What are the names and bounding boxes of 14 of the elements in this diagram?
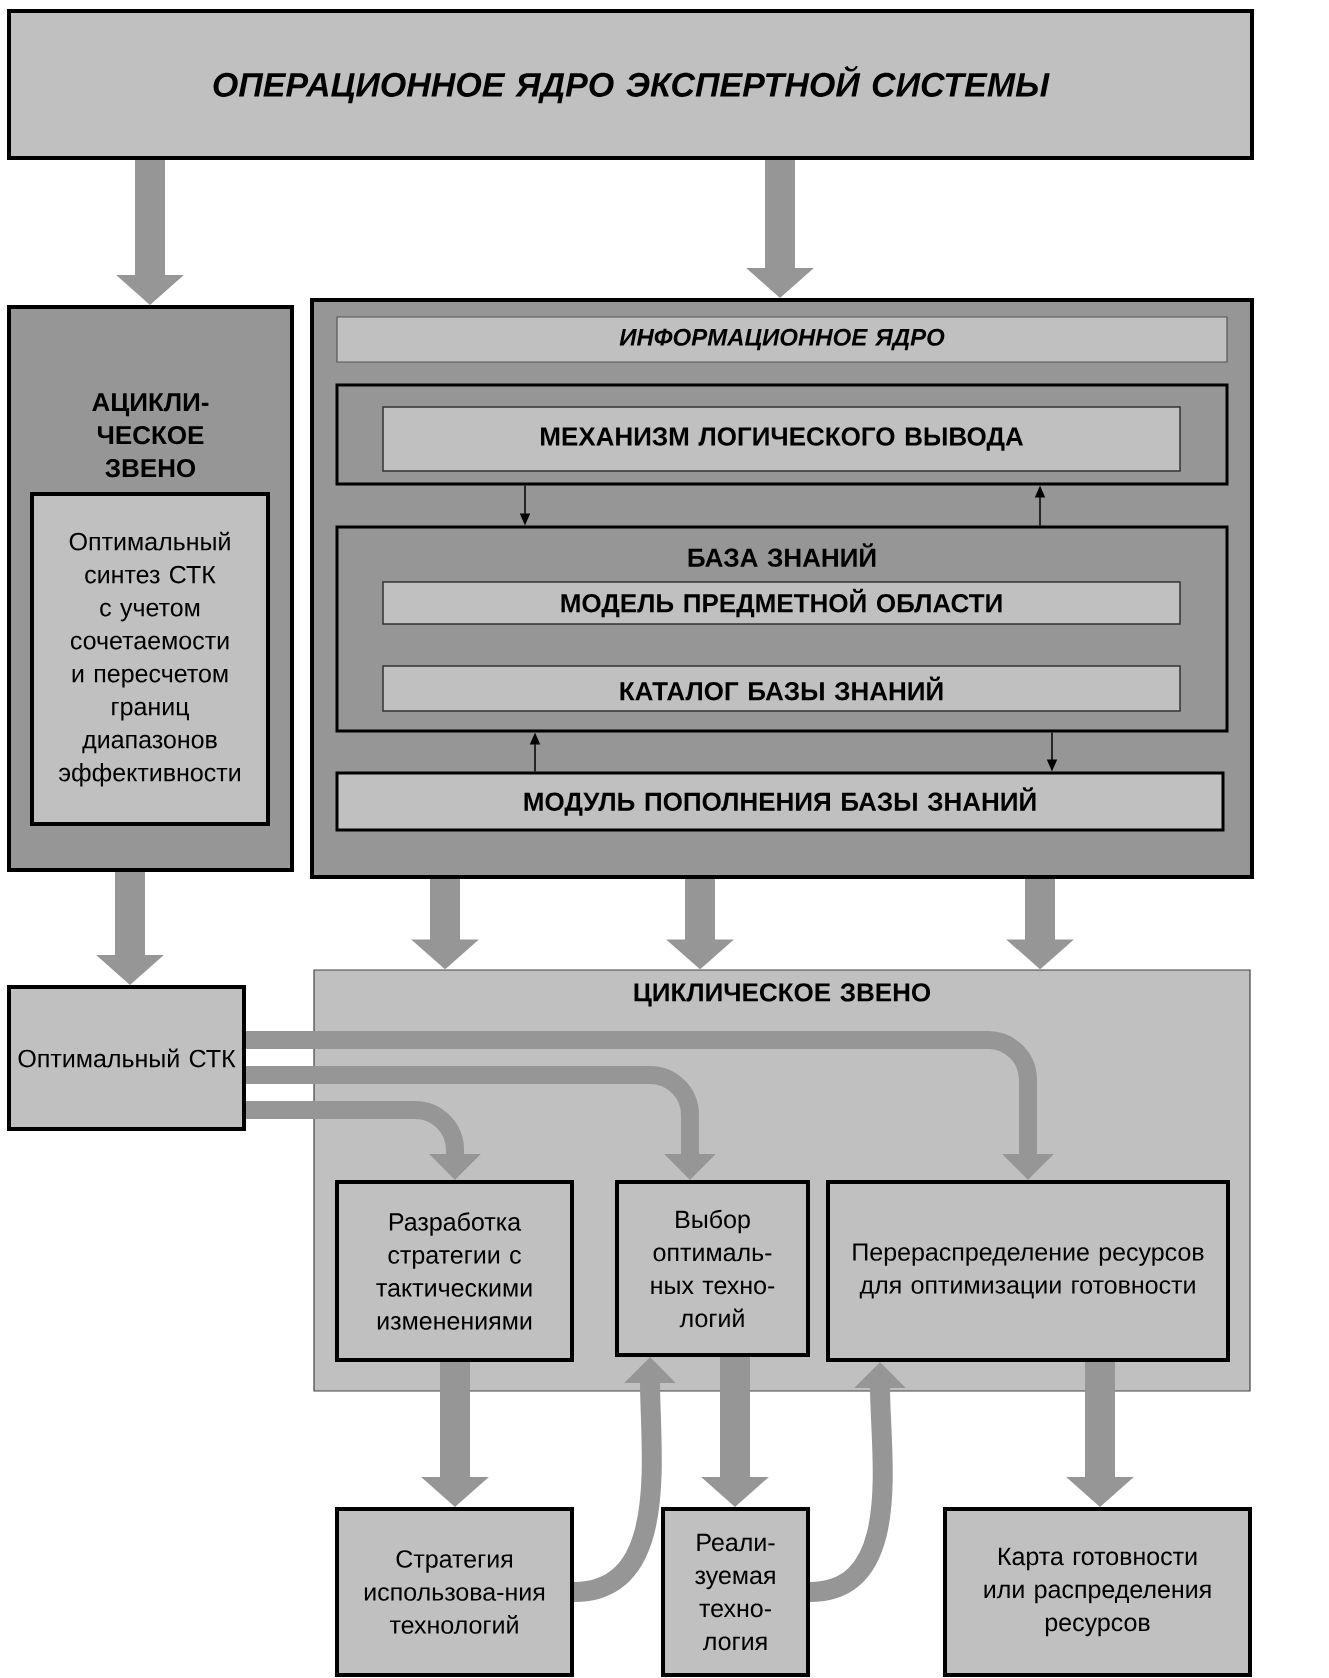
process-box: Оптимальный синтез СТК с учетом сочетаемости и пересчетом границ диапазонов эффективности [30,492,270,826]
process-box: ОПЕРАЦИОННОЕ ЯДРО ЭКСПЕРТНОЙ СИСТЕМЫ [7,9,1254,160]
process-box: Перераспределение ресурсов для оптимизации готовности [826,1180,1230,1362]
process-box: ИНФОРМАЦИОННОЕ ЯДРО [336,316,1228,363]
process-box: Оптимальный СТК [7,985,246,1131]
process-box: Стратегия использова-ния технологий [335,1507,574,1677]
process-box: МЕХАНИЗМ ЛОГИЧЕСКОГО ВЫВОДА [382,406,1181,472]
process-box: КАТАЛОГ БАЗЫ ЗНАНИЙ [382,665,1181,712]
process-box: Выбор оптималь-ных техно-логий [615,1180,810,1357]
process-box: Разработка стратегии с тактическими изменениями [335,1180,574,1362]
process-box: МОДЕЛЬ ПРЕДМЕТНОЙ ОБЛАСТИ [382,581,1181,625]
process-box: МОДУЛЬ ПОПОЛНЕНИЯ БАЗЫ ЗНАНИЙ [335,771,1225,832]
process-box: Реали-зуемая техно-логия [661,1507,810,1677]
process-box: Карта готовности или распределения ресурсов [943,1507,1252,1677]
